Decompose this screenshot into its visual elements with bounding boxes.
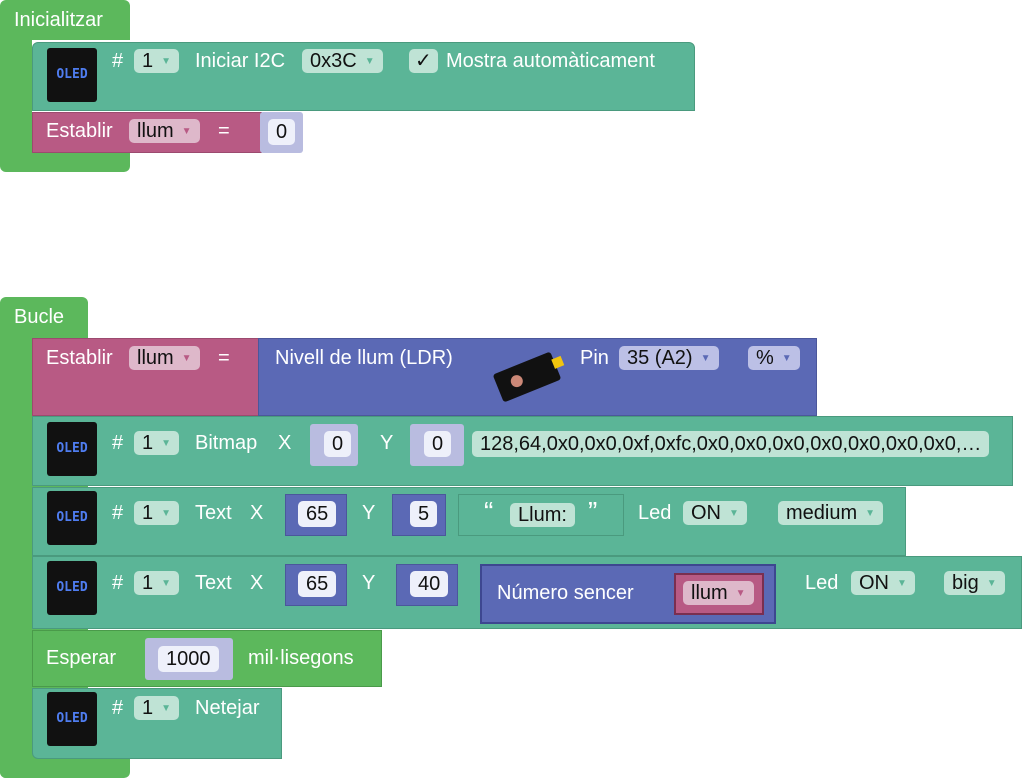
y-label: Y: [380, 432, 394, 454]
display-dropdown[interactable]: 1▼: [134, 49, 180, 73]
loop-title: Bucle: [14, 306, 65, 328]
size-dropdown[interactable]: medium▼: [778, 501, 884, 525]
address-dropdown[interactable]: 0x3C▼: [302, 49, 383, 73]
hash-label: #: [112, 502, 124, 524]
auto-show-checkbox[interactable]: ✓: [409, 49, 438, 73]
x-input[interactable]: 65: [298, 501, 337, 527]
oled-icon: OLED: [47, 692, 97, 746]
integer-label: Número sencer: [497, 582, 634, 604]
variable-dropdown[interactable]: llum▼: [129, 346, 200, 370]
y-input[interactable]: 5: [410, 501, 438, 527]
led-label: Led: [638, 502, 672, 524]
pin-dropdown[interactable]: 35 (A2)▼: [619, 346, 719, 370]
setup-title: Inicialitzar: [14, 9, 103, 31]
hash-label: #: [112, 50, 124, 72]
x-label: X: [278, 432, 292, 454]
auto-show-label: Mostra automàticament: [446, 50, 655, 72]
unit-dropdown[interactable]: %▼: [748, 346, 800, 370]
x-input[interactable]: 0: [324, 431, 352, 457]
led-dropdown[interactable]: ON▼: [851, 571, 915, 595]
oled-icon: OLED: [47, 561, 97, 615]
set-label: Establir: [46, 120, 113, 142]
value-input[interactable]: 0: [268, 119, 296, 145]
text-label: Text: [195, 572, 232, 594]
variable-dropdown[interactable]: llum▼: [683, 581, 754, 605]
size-dropdown[interactable]: big▼: [944, 571, 1005, 595]
display-dropdown[interactable]: 1▼: [134, 571, 180, 595]
ldr-label: Nivell de llum (LDR): [275, 347, 453, 369]
display-dropdown[interactable]: 1▼: [134, 431, 180, 455]
wait-input[interactable]: 1000: [158, 646, 219, 672]
x-label: X: [250, 572, 264, 594]
clear-label: Netejar: [195, 697, 260, 719]
led-label: Led: [805, 572, 839, 594]
equals-label: =: [218, 347, 230, 369]
x-label: X: [250, 502, 264, 524]
text-label: Text: [195, 502, 232, 524]
close-quote-icon: ”: [588, 496, 598, 527]
y-input[interactable]: 40: [410, 571, 449, 597]
oled-icon: OLED: [47, 491, 97, 545]
oled-icon: OLED: [47, 422, 97, 476]
bitmap-label: Bitmap: [195, 432, 258, 454]
wait-label: Esperar: [46, 647, 117, 669]
x-input[interactable]: 65: [298, 571, 337, 597]
open-quote-icon: “: [484, 496, 494, 527]
variable-dropdown[interactable]: llum▼: [129, 119, 200, 143]
y-label: Y: [362, 572, 376, 594]
oled-icon: OLED: [47, 48, 97, 102]
display-dropdown[interactable]: 1▼: [134, 696, 180, 720]
led-dropdown[interactable]: ON▼: [683, 501, 747, 525]
text-input[interactable]: Llum:: [510, 503, 575, 527]
bitmap-data-input[interactable]: 128,64,0x0,0x0,0xf,0xfc,0x0,0x0,0x0,0x0,…: [472, 431, 990, 457]
hash-label: #: [112, 697, 124, 719]
hash-label: #: [112, 432, 124, 454]
init-label: Iniciar I2C: [195, 50, 286, 72]
set-label: Establir: [46, 347, 113, 369]
wait-unit-label: mil·lisegons: [248, 647, 354, 669]
display-dropdown[interactable]: 1▼: [134, 501, 180, 525]
hash-label: #: [112, 572, 124, 594]
equals-label: =: [218, 120, 230, 142]
y-label: Y: [362, 502, 376, 524]
pin-label: Pin: [580, 347, 609, 369]
y-input[interactable]: 0: [424, 431, 452, 457]
